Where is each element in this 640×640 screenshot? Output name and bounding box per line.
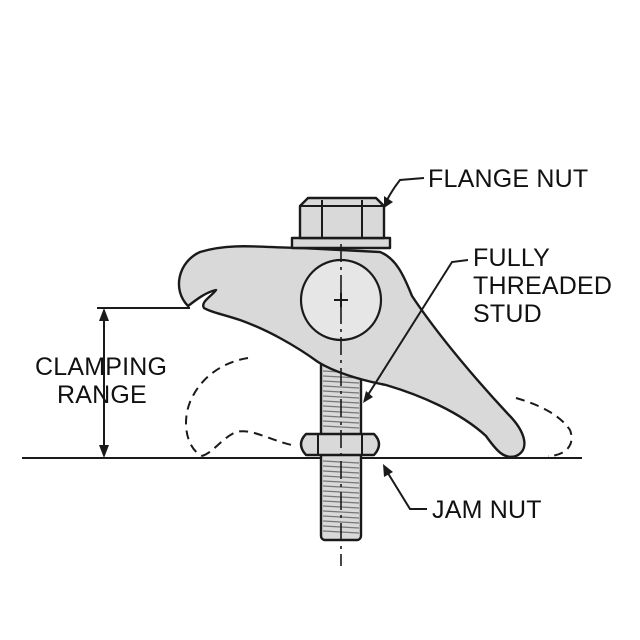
flange-nut xyxy=(298,196,386,240)
clamping-range-dimension xyxy=(97,307,190,458)
stud-leader xyxy=(365,259,469,399)
stud-thread-mark xyxy=(322,395,360,399)
label-jam-nut: JAM NUT xyxy=(432,496,542,524)
label-range-line2: RANGE xyxy=(57,381,147,409)
stud-arrow xyxy=(363,391,373,403)
jam-nut xyxy=(299,432,381,457)
stud-thread-mark xyxy=(322,520,360,524)
stud-thread-mark xyxy=(322,385,360,389)
label-range-line1: CLAMPING xyxy=(35,353,167,381)
stud-thread-mark xyxy=(322,510,360,514)
jam-nut-leader xyxy=(385,469,427,510)
label-stud-line2: THREADED xyxy=(473,272,612,300)
label-stud-line1: FULLY xyxy=(473,244,550,272)
label-flange-nut: FLANGE NUT xyxy=(428,165,588,193)
stud-thread-mark xyxy=(322,425,360,429)
flange-nut-arrow xyxy=(384,196,393,208)
stud-thread-mark xyxy=(322,480,360,484)
label-stud-line3: STUD xyxy=(473,300,542,328)
ghost-clamp-outline xyxy=(185,357,573,457)
jam-nut-arrow xyxy=(383,464,393,477)
